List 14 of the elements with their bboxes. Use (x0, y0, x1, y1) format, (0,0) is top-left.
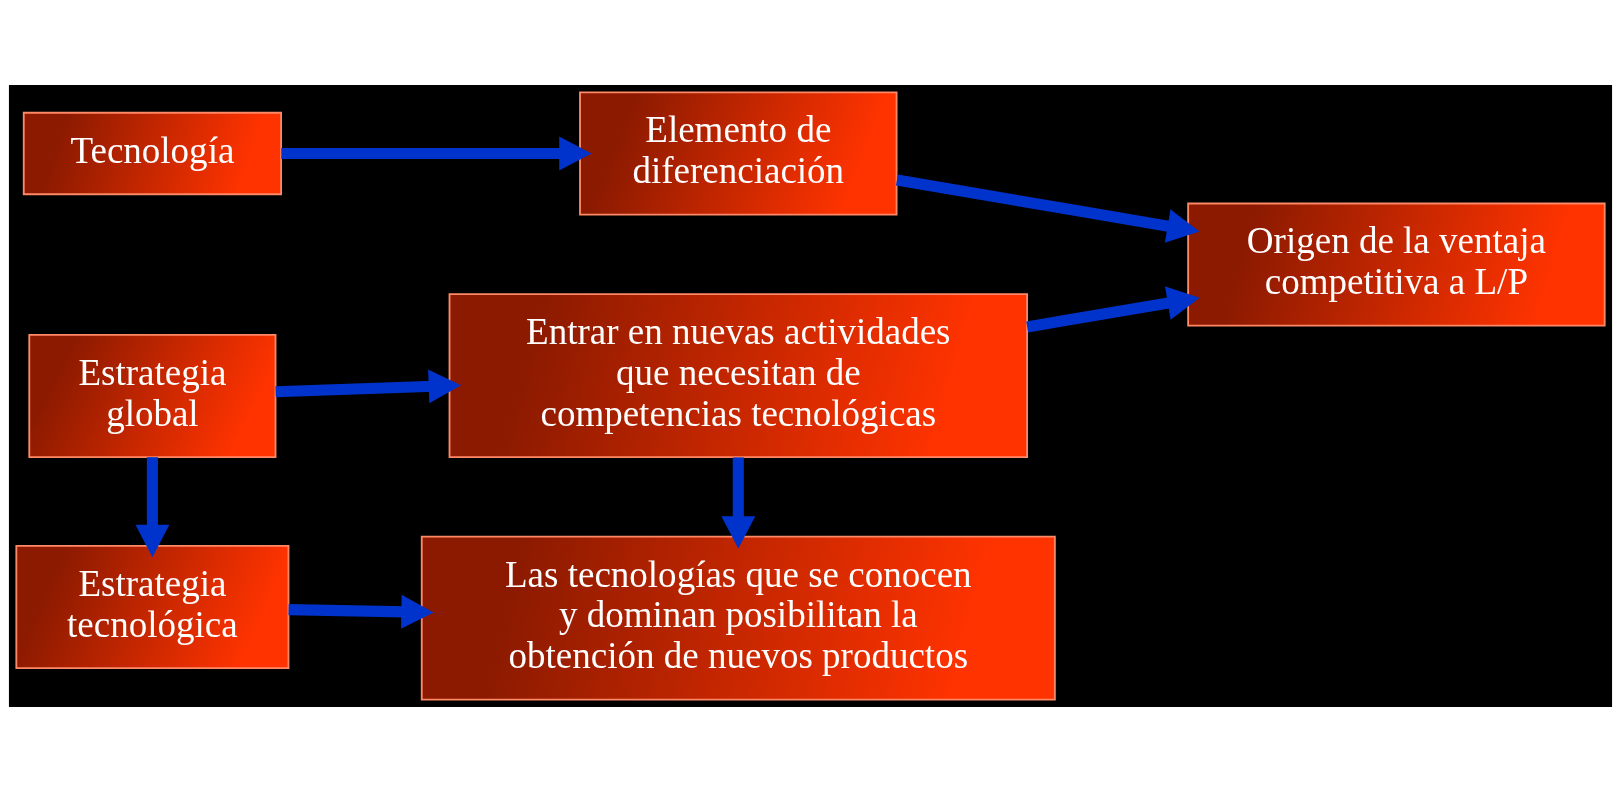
arrow (288, 594, 434, 629)
node-box: Origen de la ventaja competitiva a L/P (1187, 202, 1606, 327)
node-box: Estrategia tecnológica (15, 545, 290, 670)
node-box: Tecnología (22, 111, 282, 196)
arrow (721, 457, 756, 549)
arrow (1026, 286, 1200, 333)
arrow (275, 369, 461, 404)
node-box: Estrategia global (28, 334, 277, 458)
node-box: Las tecnologías que se conocen y dominan posibilitan la obtención de nuevos productos (420, 535, 1056, 701)
node-box: Elemento de diferenciación (579, 91, 898, 216)
node-box: Entrar en nuevas actividades que necesitan de competencias tecnológicas (448, 293, 1028, 458)
arrow (896, 174, 1200, 243)
arrow (135, 457, 170, 558)
arrow (281, 136, 592, 171)
